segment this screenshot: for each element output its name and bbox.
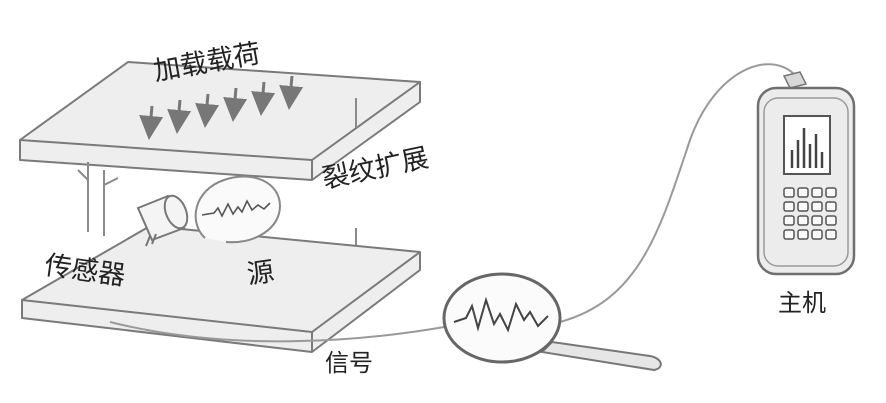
- load-arrow-icon: [251, 81, 276, 116]
- signal-cable: [109, 321, 451, 343]
- top-flange: [19, 61, 421, 181]
- signal-label: 信号: [325, 349, 373, 377]
- magnifier-icon: [442, 272, 662, 372]
- waveform-icon: [453, 296, 549, 333]
- host-device-icon: [756, 71, 856, 276]
- keypad-icon: [783, 187, 837, 240]
- load-arrows: [139, 75, 304, 140]
- load-arrow-icon: [167, 99, 192, 134]
- load-arrow-icon: [195, 93, 220, 128]
- load-arrow-icon: [279, 75, 304, 110]
- bottom-flange: [21, 225, 421, 353]
- host-label: 主机: [778, 289, 826, 317]
- waveform-icon: [201, 199, 271, 218]
- source-label: 源: [244, 256, 277, 291]
- load-arrow-icon: [223, 87, 248, 122]
- crack-waveform-bubble: [194, 175, 282, 244]
- load-arrow-icon: [139, 105, 164, 140]
- sensor-icon: [136, 194, 189, 247]
- bar-chart-icon: [790, 128, 824, 168]
- beam-web: [77, 98, 357, 248]
- host-cable: [559, 63, 797, 323]
